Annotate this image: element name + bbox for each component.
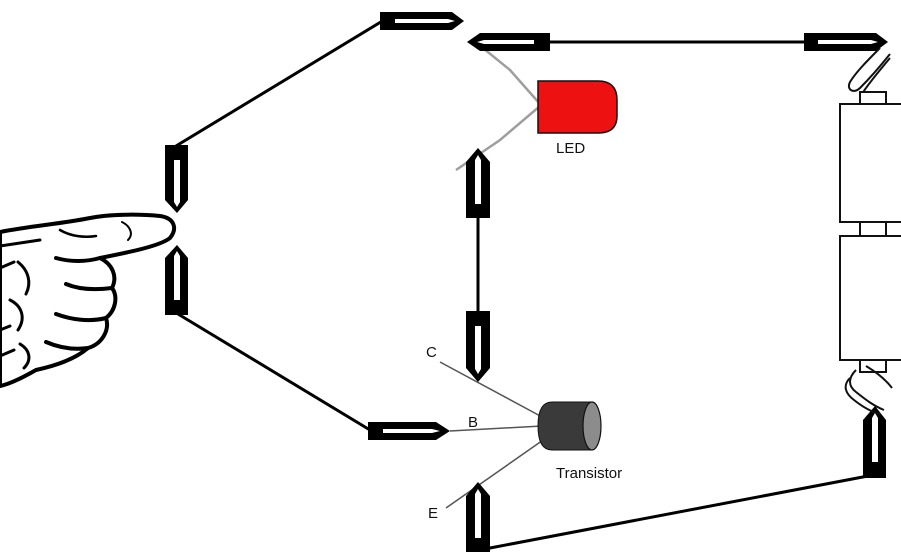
transistor-component: Transistor C B E [426, 344, 622, 522]
clip-top-middle [467, 33, 550, 51]
wire-left-bottom [176, 312, 372, 432]
battery-bottom [839, 235, 901, 373]
clip-led-cathode [466, 148, 490, 218]
wire-bottom [488, 474, 870, 550]
emitter-label: E [428, 505, 438, 522]
led-anode-lead [477, 43, 541, 105]
led-body [537, 80, 618, 134]
transistor-face [582, 401, 602, 451]
collector-lead [439, 361, 545, 419]
base-lead [449, 425, 543, 432]
clip-collector [466, 311, 490, 382]
clip-base [368, 422, 450, 440]
emitter-lead [445, 437, 547, 509]
led-label: LED [556, 140, 585, 157]
clip-top-left [380, 12, 464, 30]
battery-spring-bottom [844, 365, 893, 415]
battery-holder [839, 47, 901, 415]
transistor-body [537, 401, 593, 451]
transistor-label: Transistor [556, 465, 622, 482]
wire-left-top [174, 18, 386, 148]
transistor-leads [439, 361, 547, 509]
clip-bottom-right [863, 406, 886, 478]
wires [174, 18, 870, 550]
clip-top-right [804, 33, 888, 51]
battery-top [839, 91, 901, 237]
clip-left-lower [165, 245, 188, 315]
led-component: LED [537, 80, 618, 157]
clip-left-upper [165, 145, 188, 213]
led-leads [455, 43, 541, 172]
pointing-hand-icon [0, 212, 177, 388]
clip-emitter [466, 482, 490, 552]
base-label: B [468, 414, 478, 431]
collector-label: C [426, 344, 437, 361]
